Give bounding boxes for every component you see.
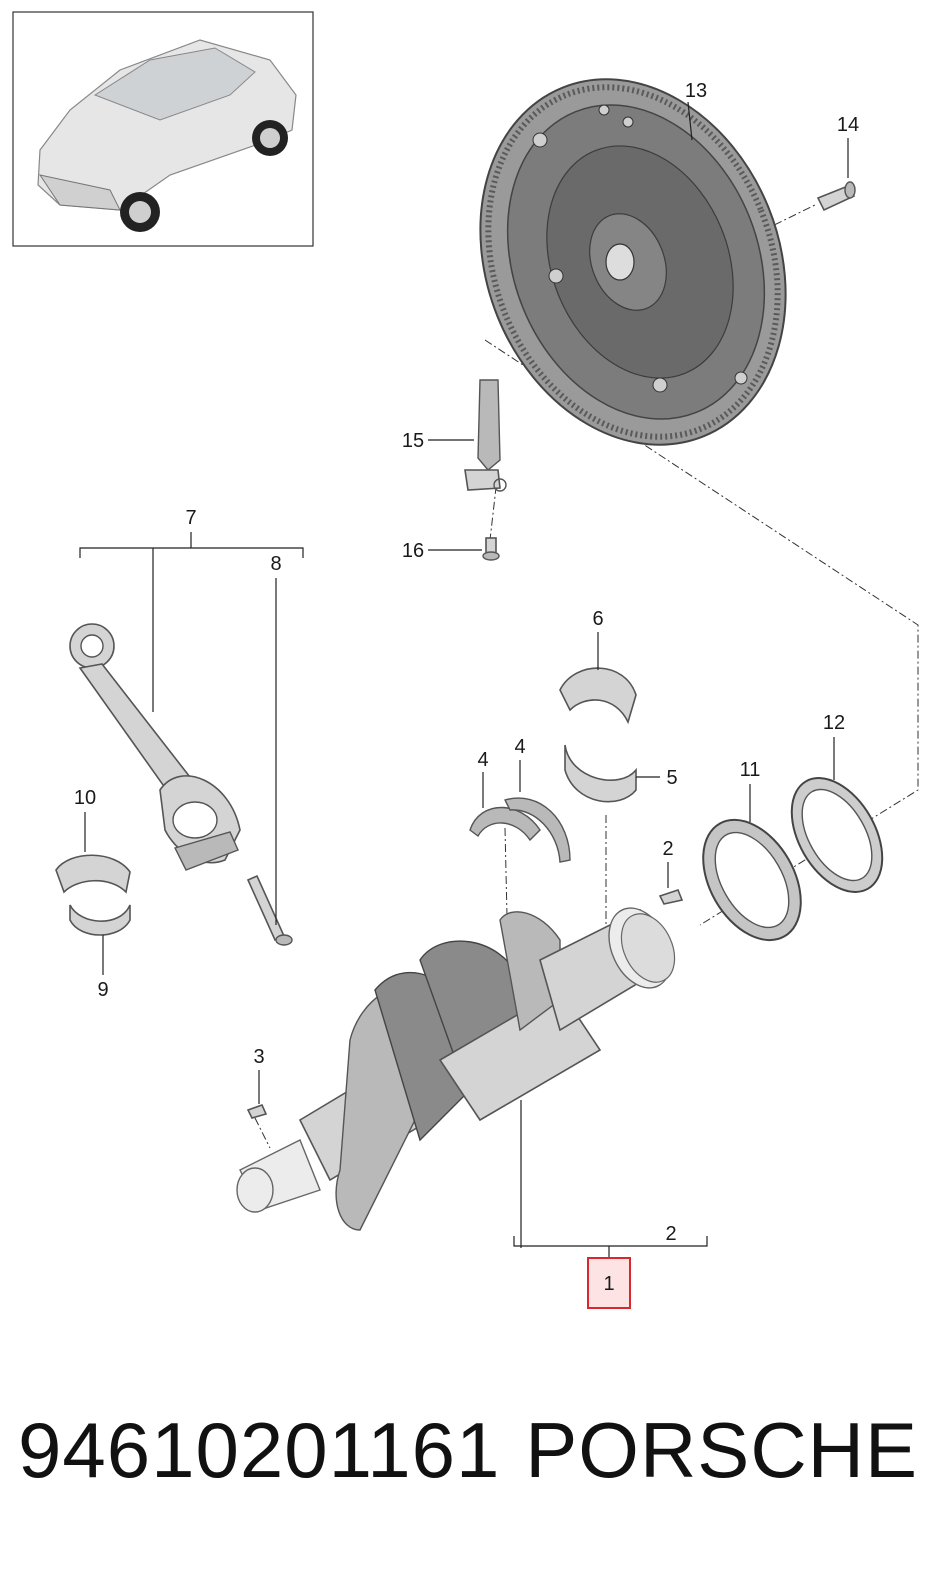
exploded-parts-diagram: 1 2 2 3 4 4 5 6 7 8 9 10 11 12 13 14 15 …	[12, 11, 919, 1309]
connecting-rod-bolt	[246, 874, 293, 946]
callout-14[interactable]: 14	[837, 114, 859, 136]
part-number: 94610201161	[18, 1406, 501, 1494]
leader-lines	[79, 101, 849, 1258]
callout-9[interactable]: 9	[97, 979, 108, 1001]
callout-13[interactable]: 13	[685, 80, 707, 102]
sealing-ring	[790, 777, 884, 893]
callout-12[interactable]: 12	[823, 712, 845, 734]
brand-name: PORSCHE	[525, 1406, 918, 1494]
crankshaft	[236, 907, 676, 1231]
callout-16[interactable]: 16	[402, 540, 424, 562]
flywheel	[479, 78, 787, 446]
callout-11[interactable]: 11	[740, 759, 761, 781]
callout-3[interactable]: 3	[253, 1046, 264, 1068]
callout-labels: 1 2 2 3 4 4 5 6 7 8 9 10 11 12 13 14 15 …	[74, 80, 859, 1295]
callout-2-crankshaft-kit[interactable]: 2	[665, 1223, 676, 1245]
callout-1[interactable]: 1	[603, 1273, 614, 1295]
callout-10[interactable]: 10	[74, 787, 96, 809]
callout-5[interactable]: 5	[666, 767, 677, 789]
thrust-washers	[469, 797, 571, 863]
vehicle-thumbnail	[12, 11, 314, 247]
callout-2-woodruff-key[interactable]: 2	[662, 838, 673, 860]
callout-8[interactable]: 8	[270, 553, 281, 575]
connecting-rod	[69, 623, 241, 871]
sensor-screw	[482, 537, 500, 561]
highlight-box-callout-1	[587, 1257, 631, 1309]
footer: 94610201161 PORSCHE	[0, 1395, 946, 1515]
callout-4-right[interactable]: 4	[514, 736, 525, 758]
callout-7[interactable]: 7	[185, 507, 196, 529]
shaft-seal	[702, 818, 802, 942]
callout-6[interactable]: 6	[592, 608, 603, 630]
callout-4-left[interactable]: 4	[477, 749, 488, 771]
crankshaft-sensor	[464, 379, 507, 492]
callout-15[interactable]: 15	[402, 430, 424, 452]
woodruff-keys	[246, 889, 684, 1119]
main-bearing-shells	[559, 667, 637, 803]
flywheel-bolt	[816, 181, 856, 212]
conrod-bearing-shells	[55, 854, 131, 936]
